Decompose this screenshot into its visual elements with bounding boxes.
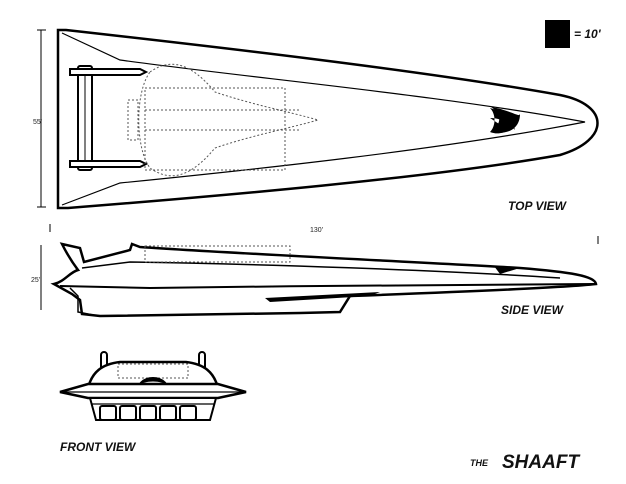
- side-lower-stripe: [59, 283, 595, 290]
- drawing-title: THE SHAAFT: [470, 452, 580, 473]
- side-interior-outline: [144, 245, 291, 263]
- front-crescent-icon: [138, 377, 168, 386]
- side-view-label: SIDE VIEW: [501, 303, 565, 317]
- title-name: SHAAFT: [502, 452, 580, 473]
- front-upper-hull: [86, 360, 220, 390]
- length-dimension: 130': [49, 224, 599, 244]
- scale-legend: = 10': [545, 20, 602, 48]
- side-view: 25' SIDE VIEW: [31, 242, 598, 318]
- side-nose-mark: [494, 266, 520, 274]
- front-wing: [59, 382, 247, 400]
- width-dimension: 55': [33, 29, 46, 208]
- top-view-label: TOP VIEW: [508, 199, 568, 213]
- width-dimension-label: 55': [33, 119, 42, 126]
- length-dimension-label: 130': [310, 227, 323, 234]
- front-view: FRONT VIEW: [59, 351, 247, 454]
- scale-label: = 10': [574, 27, 602, 41]
- top-view: 55' TOP VIEW: [33, 28, 599, 213]
- title-prefix: THE: [470, 458, 489, 468]
- height-dimension: 25': [31, 245, 42, 310]
- side-upper-stripe: [81, 261, 561, 279]
- top-aft-structure: [69, 65, 149, 171]
- scale-swatch: [545, 20, 570, 48]
- top-interior-outline: [127, 63, 320, 177]
- top-chine-line: [61, 32, 586, 206]
- top-hull-outline: [56, 28, 599, 210]
- side-intake: [265, 292, 380, 302]
- front-intake-bank: [88, 397, 218, 421]
- height-dimension-label: 25': [31, 277, 40, 284]
- front-view-label: FRONT VIEW: [60, 440, 137, 454]
